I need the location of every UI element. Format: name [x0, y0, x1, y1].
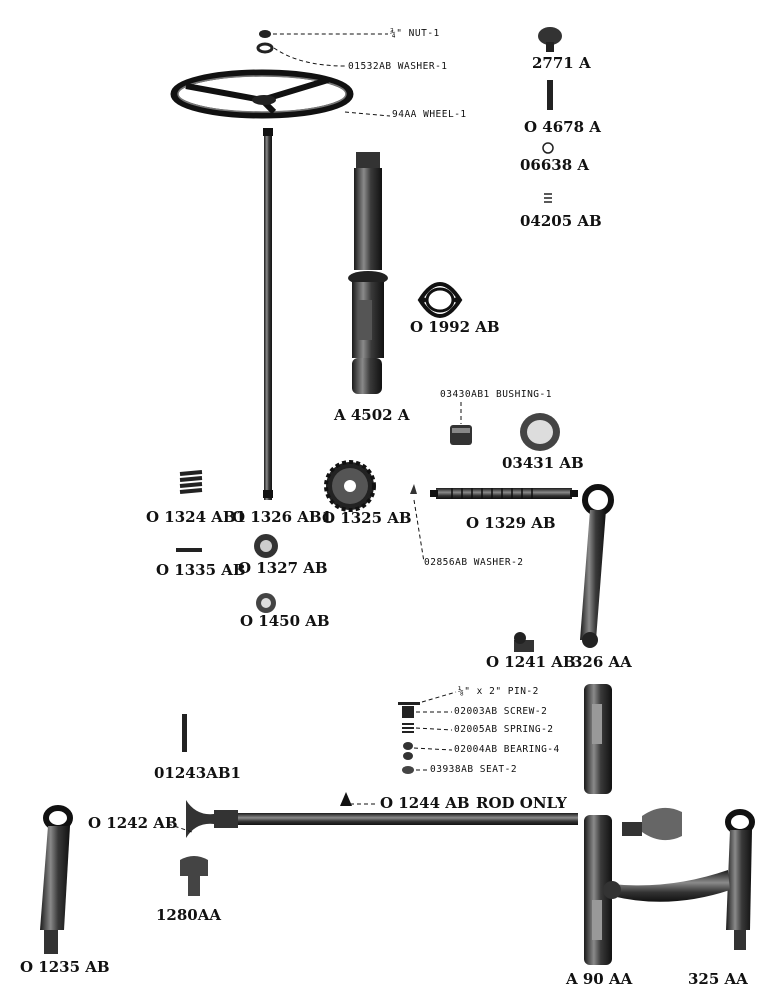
- label-01242ab: O 1242 AB: [88, 814, 178, 832]
- tie-rod-part: [186, 792, 578, 838]
- label-01241ab: O 1241 AB: [486, 653, 576, 671]
- label-325aa: 325 AA: [688, 970, 748, 988]
- callout-pin: ⅛" x 2" PIN-2: [458, 686, 539, 697]
- callout-washer2: 02856AB WASHER-2: [424, 557, 524, 568]
- rod-pin-part: [547, 80, 553, 110]
- label-04205ab: 04205 AB: [520, 212, 602, 230]
- label-01244ab: O 1244 AB: [380, 794, 470, 812]
- leader-washer: [273, 47, 346, 67]
- knob-part: [538, 27, 562, 52]
- leader-pin: [421, 691, 457, 703]
- steering-wheel-part: [170, 69, 354, 119]
- leader-washer2: [413, 499, 425, 563]
- pitman-arm-part: [580, 484, 614, 648]
- callout-wheel: 94AA WHEEL-1: [392, 109, 467, 120]
- label-01335ab: O 1335 AB: [156, 561, 246, 579]
- bearing-ring-part: [254, 534, 278, 558]
- yoke-part: [180, 856, 208, 896]
- bushing-part: [450, 425, 472, 445]
- flange-gasket-part: [417, 282, 463, 318]
- label-06638a: 06638 A: [520, 156, 590, 174]
- callout-washer: 01532AB WASHER-1: [348, 61, 448, 72]
- steering-arm-part: [603, 809, 755, 950]
- label-01329ab: O 1329 AB: [466, 514, 556, 532]
- leader-1242: [167, 823, 193, 833]
- label-326aa: 326 AA: [572, 653, 632, 671]
- drag-link-spring: [402, 723, 414, 733]
- callout-nut: ¾" NUT-1: [390, 28, 440, 39]
- label-01324ab1: O 1324 AB1: [146, 508, 247, 526]
- label-01992ab: O 1992 AB: [410, 318, 500, 336]
- label-01243ab1: 01243AB1: [154, 764, 241, 782]
- pin-part: [176, 548, 202, 552]
- label-a90aa: A 90 AA: [566, 970, 633, 988]
- label-01450ab: O 1450 AB: [240, 612, 330, 630]
- label-04678a: O 4678 A: [524, 118, 601, 136]
- label-a4502a: A 4502 A: [334, 406, 410, 424]
- seal-ring-part: [520, 413, 560, 451]
- drag-link-bearing: [403, 742, 413, 760]
- ring-part: [542, 142, 554, 154]
- nut-part: [259, 30, 271, 38]
- leader-bearing: [413, 747, 453, 751]
- drag-link-screw: [402, 706, 414, 718]
- callout-screw: 02003AB SCREW-2: [454, 706, 548, 717]
- fitting-part: [514, 632, 534, 652]
- steering-tube-part: [348, 152, 388, 394]
- tie-rod-end-part: [40, 805, 73, 954]
- drag-link-pin: [398, 702, 420, 705]
- spring-small-part: [544, 193, 552, 203]
- drag-link-tube-part: [584, 684, 612, 965]
- worm-shaft-part: [430, 488, 578, 499]
- leader-wheel: [344, 111, 391, 117]
- callout-seat: 03938AB SEAT-2: [430, 764, 518, 775]
- label-01325ab: O 1325 AB: [322, 509, 412, 527]
- small-ring-part: [256, 593, 276, 613]
- label-01326ab1: O 1326 AB1: [232, 508, 333, 526]
- cotter-pin-part: [182, 714, 187, 752]
- washer-part: [256, 42, 274, 54]
- right-yoke-part: [622, 807, 682, 841]
- label-1280aa: 1280AA: [156, 906, 222, 924]
- leader-spring: [415, 727, 453, 731]
- small-washer-part: [410, 484, 417, 494]
- label-01235ab: O 1235 AB: [20, 958, 110, 976]
- callout-spring: 02005AB SPRING-2: [454, 724, 554, 735]
- label-2771a: 2771 A: [532, 54, 591, 72]
- steering-shaft-part: [263, 128, 273, 500]
- coil-spring-part: [179, 470, 203, 494]
- gear-part: [324, 460, 376, 512]
- label-03431ab: 03431 AB: [502, 454, 584, 472]
- callout-bushing: 03430AB1 BUSHING-1: [440, 389, 552, 400]
- label-rod-only: ROD ONLY: [476, 794, 567, 812]
- drag-link-seat: [402, 766, 414, 774]
- callout-bearing: 02004AB BEARING-4: [454, 744, 560, 755]
- label-01327ab: O 1327 AB: [238, 559, 328, 577]
